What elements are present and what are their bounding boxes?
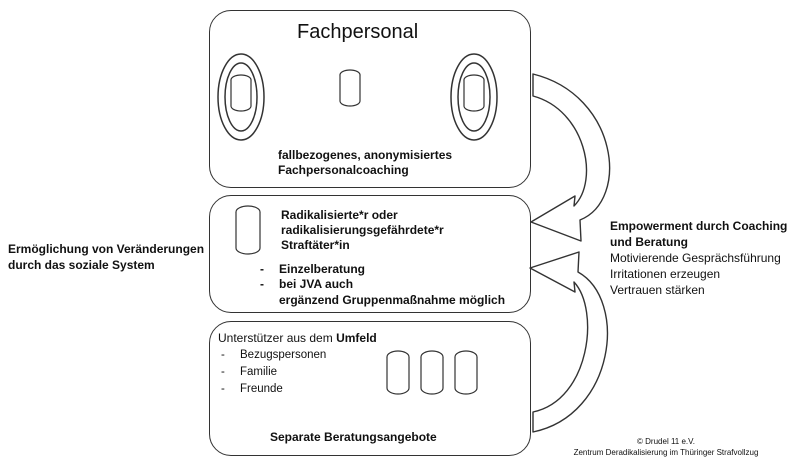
coach-person-left-icon xyxy=(217,53,265,141)
client-person-icon xyxy=(235,205,261,255)
left-note: Ermöglichung von Veränderungen durch das… xyxy=(8,242,205,272)
fachpersonal-caption: fallbezogenes, anonymisiertes Fachperson… xyxy=(278,148,453,177)
umfeld-list: Bezugspersonen Familie Freunde xyxy=(218,347,326,398)
coach-person-right-icon xyxy=(450,53,498,141)
copyright-footer: © Drudel 11 e.V. Zentrum Deradikalisieru… xyxy=(573,437,759,457)
coach-person-middle-icon xyxy=(339,69,361,107)
umfeld-persons-icon xyxy=(386,350,478,395)
client-heading: Radikalisierte*r oder radikalisierungsge… xyxy=(281,208,444,252)
list-item: bei JVA auch xyxy=(257,277,365,292)
arrow-top-to-client-icon xyxy=(530,73,611,242)
umfeld-caption: Separate Beratungsangebote xyxy=(270,430,437,444)
client-measures-continuation: ergänzend Gruppenmaßnahme möglich xyxy=(279,293,506,307)
arrow-bottom-to-client-icon xyxy=(529,251,609,433)
client-measures-list: Einzelberatung bei JVA auch xyxy=(257,262,365,292)
list-item: Einzelberatung xyxy=(257,262,365,277)
fachpersonal-title: Fachpersonal xyxy=(297,21,419,43)
list-item: Familie xyxy=(218,364,326,381)
client-box xyxy=(209,195,531,313)
umfeld-intro: Unterstützer aus dem Umfeld xyxy=(218,331,377,345)
list-item: Bezugspersonen xyxy=(218,347,326,364)
list-item: Freunde xyxy=(218,381,326,398)
right-note: Empowerment durch Coaching und Beratung … xyxy=(610,219,788,297)
